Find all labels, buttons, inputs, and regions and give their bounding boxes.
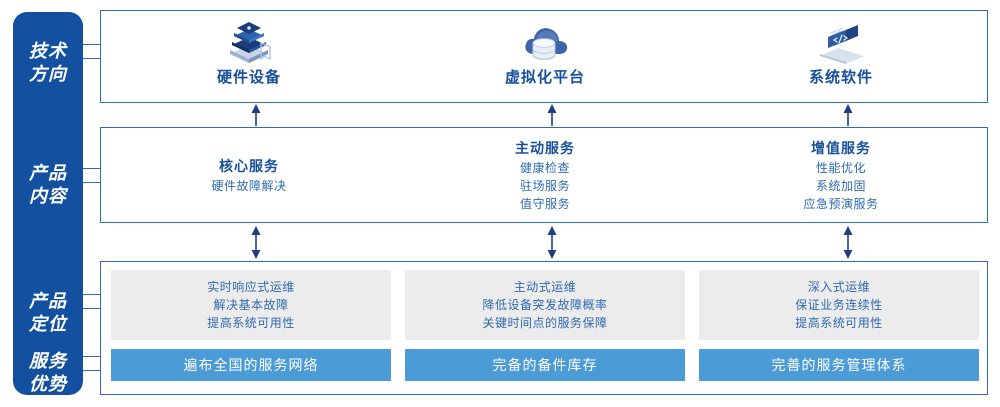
tech-card-system-software[interactable]: 系统软件 (693, 17, 989, 101)
content-card-line: 性能优化 (815, 160, 866, 175)
position-box-line: 降低设备突发故障概率 (482, 298, 608, 312)
connector-line (83, 44, 101, 45)
position-box-line: 解决基本故障 (213, 298, 289, 312)
position-box-line: 实时响应式运维 (207, 280, 295, 294)
sidebar-item-label-line1: 服务 (29, 351, 67, 371)
laptop-code-icon (693, 17, 989, 69)
content-card-title: 主动服务 (515, 139, 575, 156)
content-card-line: 健康检查 (519, 160, 570, 175)
position-box-deep[interactable]: 深入式运维 保证业务连续性 提高系统可用性 (699, 270, 979, 340)
arrow-up-icon (544, 104, 560, 126)
sidebar-item-service-advantage[interactable]: 服务 优势 (13, 350, 83, 396)
advantage-bar-service-network[interactable]: 遍布全国的服务网络 (111, 349, 391, 381)
position-box-line: 提高系统可用性 (795, 316, 883, 330)
content-card-title: 增值服务 (811, 139, 871, 156)
position-box-proactive[interactable]: 主动式运维 降低设备突发故障概率 关键时间点的服务保障 (405, 270, 685, 340)
connector-line (83, 168, 101, 169)
tech-card-virtualization[interactable]: 虚拟化平台 (397, 17, 693, 101)
tech-direction-panel: 硬件设备 虚拟化平台 (100, 10, 988, 103)
content-card-value-added-service[interactable]: 增值服务 性能优化 系统加固 应急预演服务 (693, 128, 989, 222)
sidebar-item-product-position[interactable]: 产品 定位 (13, 290, 83, 336)
connector-line (83, 308, 101, 309)
content-card-title: 核心服务 (219, 157, 279, 174)
arrow-up-down-icon (248, 226, 264, 259)
connector-line (83, 182, 101, 183)
advantage-bar-management-system[interactable]: 完善的服务管理体系 (699, 349, 979, 381)
content-card-line: 应急预演服务 (803, 196, 879, 211)
category-sidebar: 技术 方向 产品 内容 产品 定位 服务 优势 (13, 12, 83, 395)
position-advantage-panel: 实时响应式运维 解决基本故障 提高系统可用性 主动式运维 降低设备突发故障概率 … (100, 261, 988, 395)
position-box-line: 保证业务连续性 (795, 298, 883, 312)
sidebar-item-tech-direction[interactable]: 技术 方向 (13, 40, 83, 86)
sidebar-item-product-content[interactable]: 产品 内容 (13, 162, 83, 208)
tech-card-label: 虚拟化平台 (504, 69, 585, 86)
sidebar-item-label-line2: 内容 (29, 186, 67, 206)
position-box-line: 提高系统可用性 (207, 316, 295, 330)
content-card-line: 系统加固 (815, 178, 866, 193)
content-card-line: 硬件故障解决 (211, 178, 287, 193)
arrow-up-icon (248, 104, 264, 126)
sidebar-item-label-line2: 定位 (29, 314, 67, 334)
tech-card-label: 系统软件 (808, 69, 873, 86)
cloud-database-icon (397, 17, 693, 69)
sidebar-item-label-line2: 优势 (29, 374, 67, 394)
content-card-proactive-service[interactable]: 主动服务 健康检查 驻场服务 值守服务 (397, 128, 693, 222)
arrow-up-icon (840, 104, 856, 126)
connector-line (83, 356, 101, 357)
position-box-line: 主动式运维 (513, 280, 577, 294)
tech-card-hardware[interactable]: 硬件设备 (101, 17, 397, 101)
server-stack-icon (101, 17, 397, 69)
advantage-bar-spare-parts[interactable]: 完备的备件库存 (405, 349, 685, 381)
content-card-line: 驻场服务 (519, 178, 570, 193)
connector-line (83, 294, 101, 295)
content-card-line: 值守服务 (519, 196, 570, 211)
connector-line (83, 58, 101, 59)
sidebar-item-label-line1: 产品 (29, 291, 67, 311)
tech-card-label: 硬件设备 (216, 69, 281, 86)
content-card-core-service[interactable]: 核心服务 硬件故障解决 (101, 128, 397, 222)
position-box-line: 关键时间点的服务保障 (482, 316, 608, 330)
sidebar-item-label-line1: 技术 (29, 41, 67, 61)
position-box-realtime[interactable]: 实时响应式运维 解决基本故障 提高系统可用性 (111, 270, 391, 340)
sidebar-item-label-line2: 方向 (29, 64, 67, 84)
arrow-up-down-icon (840, 226, 856, 259)
connector-line (83, 370, 101, 371)
arrow-up-down-icon (544, 226, 560, 259)
product-content-panel: 核心服务 硬件故障解决 主动服务 健康检查 驻场服务 值守服务 增值服务 性能优… (100, 127, 988, 223)
position-box-line: 深入式运维 (807, 280, 871, 294)
sidebar-item-label-line1: 产品 (29, 163, 67, 183)
